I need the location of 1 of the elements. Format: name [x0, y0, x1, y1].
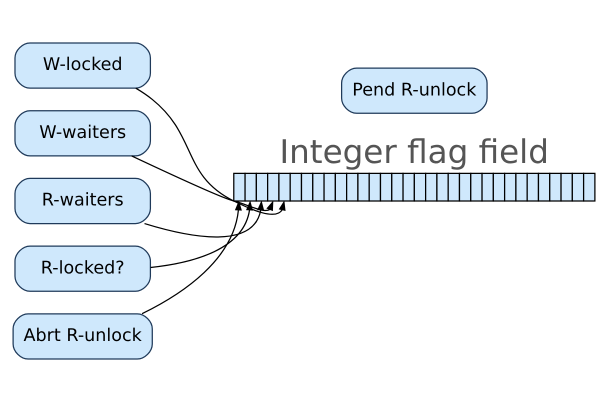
- node-label: Integer flag field: [280, 133, 549, 172]
